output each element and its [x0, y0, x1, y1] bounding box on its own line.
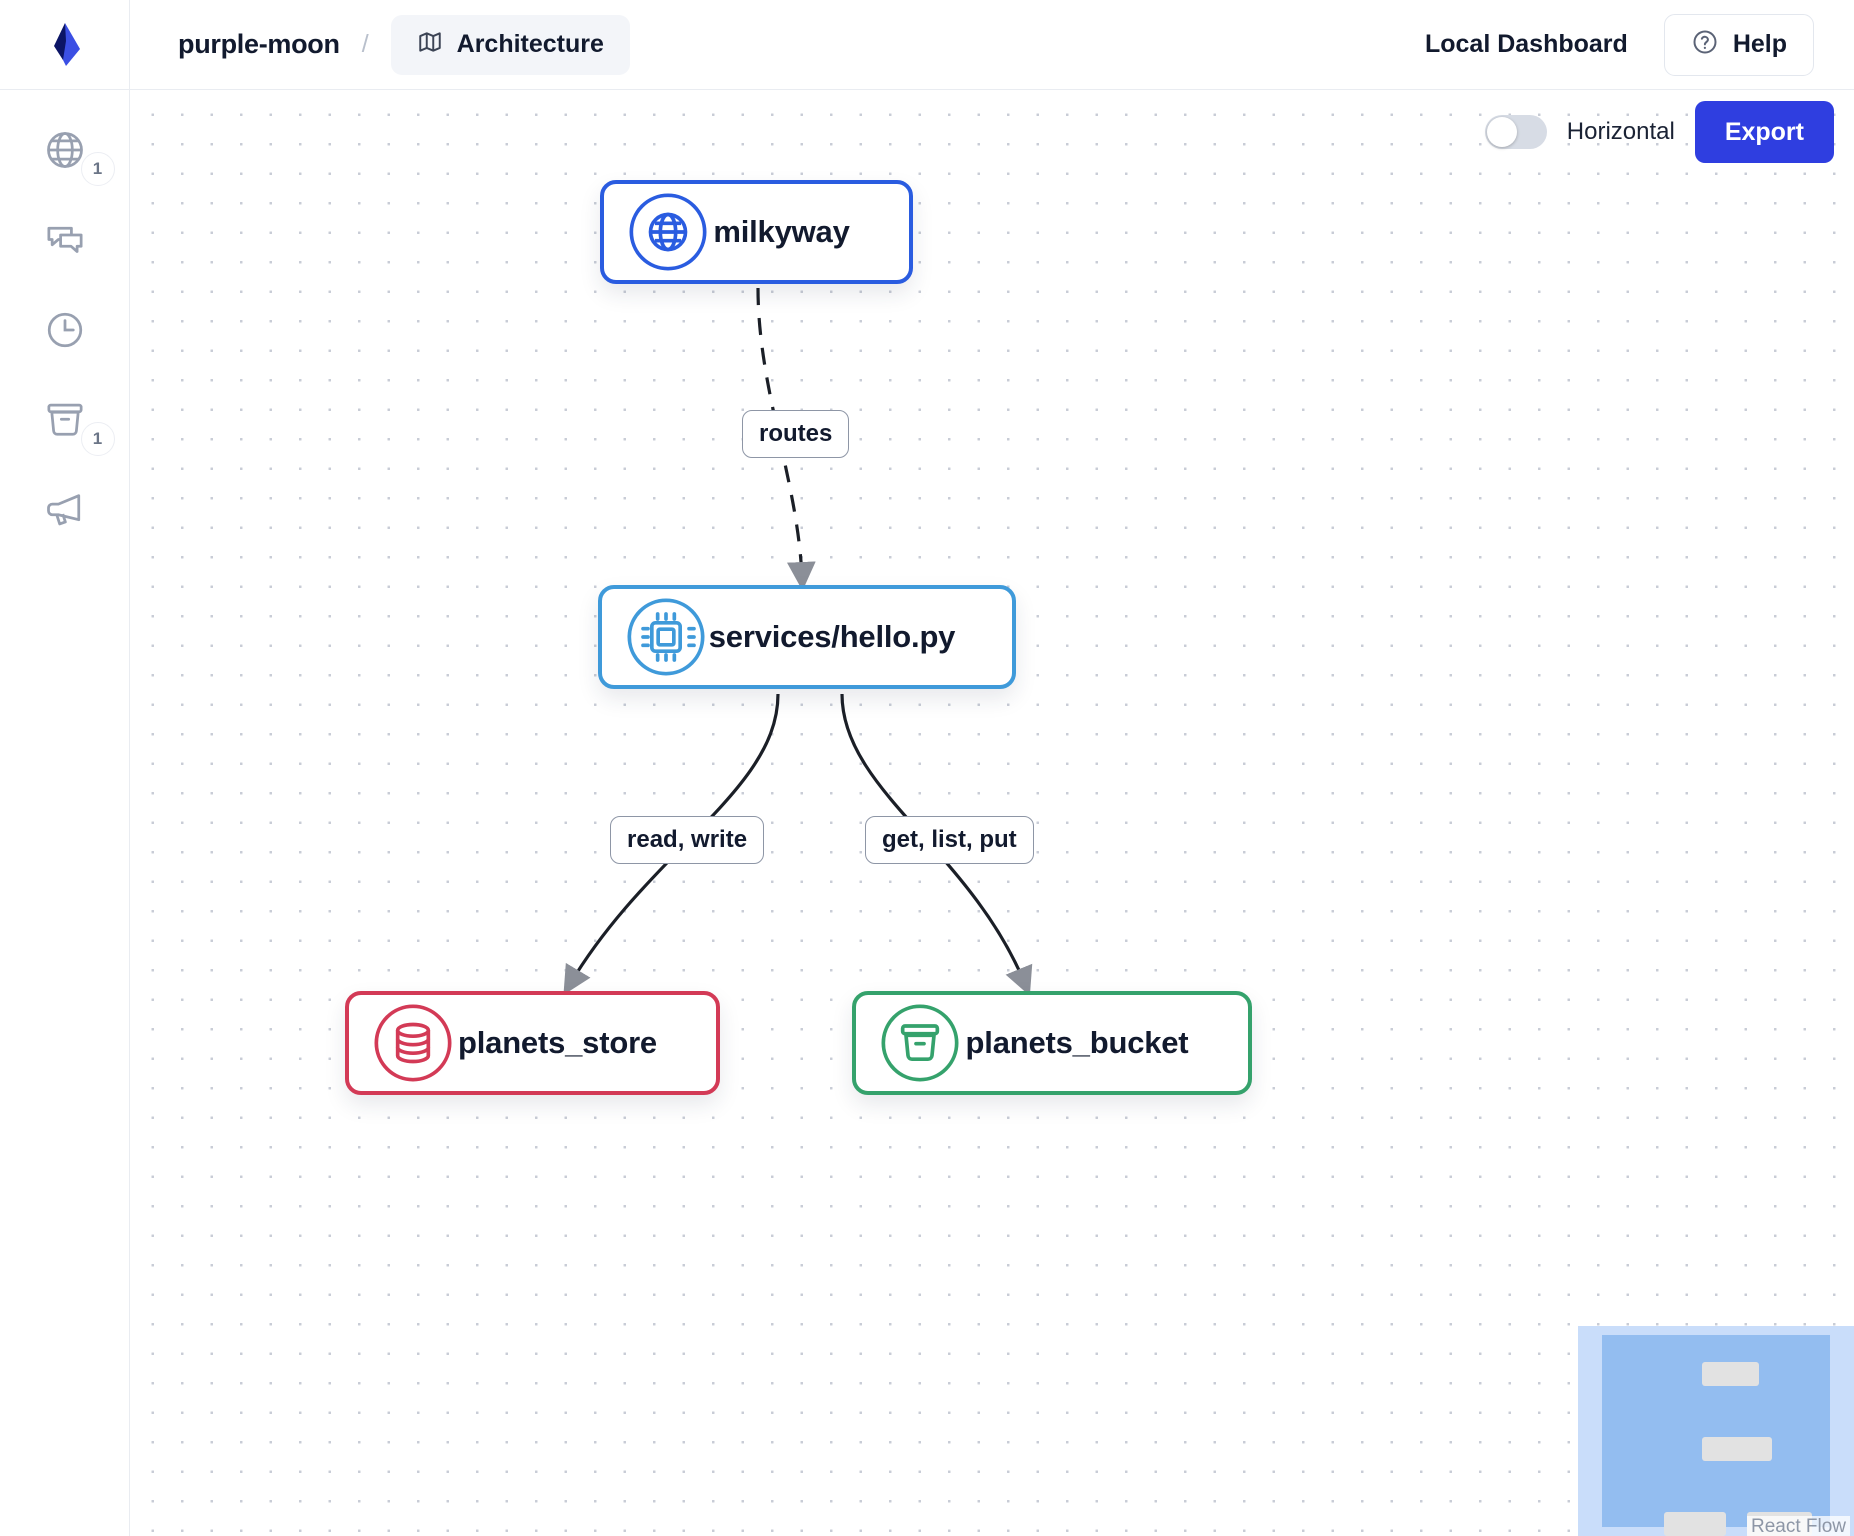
node-services-hello-py[interactable]: services/hello.py — [598, 585, 1016, 689]
graph-edges — [563, 287, 1033, 996]
breadcrumb-separator: / — [361, 30, 369, 58]
left-sidebar: 1 — [0, 90, 130, 1536]
sidebar-item-topics[interactable] — [27, 484, 103, 540]
project-name[interactable]: purple-moon — [178, 29, 340, 59]
sidebar-badge-buckets: 1 — [80, 422, 115, 456]
toggle-knob — [1486, 117, 1517, 147]
architecture-canvas[interactable]: Horizontal Export routes read, write get… — [130, 90, 1854, 1536]
minimap-node — [1702, 1362, 1759, 1386]
edge-label-read-write[interactable]: read, write — [610, 816, 765, 864]
node-milkyway[interactable]: milkyway — [600, 180, 913, 284]
globe-icon — [43, 128, 87, 177]
node-label-services-hello-py: services/hello.py — [708, 619, 956, 654]
sidebar-badge-endpoints: 1 — [80, 152, 115, 186]
minimap[interactable] — [1578, 1326, 1854, 1536]
node-planets-store[interactable]: planets_store — [345, 991, 720, 1095]
globe-icon — [626, 190, 710, 274]
bucket-icon — [43, 398, 87, 447]
edge-label-get-list-put[interactable]: get, list, put — [865, 816, 1034, 864]
minimap-node — [1664, 1512, 1726, 1536]
help-button[interactable]: Help — [1663, 13, 1814, 76]
tab-architecture-label: Architecture — [456, 30, 604, 58]
sidebar-item-messages[interactable] — [27, 214, 103, 270]
bucket-icon — [878, 1001, 962, 1085]
react-flow-attribution[interactable]: React Flow — [1746, 1516, 1850, 1536]
local-dashboard-label[interactable]: Local Dashboard — [1424, 30, 1628, 58]
node-label-planets-bucket: planets_bucket — [965, 1025, 1189, 1060]
sidebar-item-endpoints[interactable]: 1 — [27, 124, 115, 186]
minimap-node — [1702, 1437, 1772, 1461]
sidebar-item-schedules[interactable] — [27, 304, 103, 360]
tab-architecture[interactable]: Architecture — [390, 14, 630, 75]
chat-icon — [43, 218, 87, 267]
question-circle-icon — [1691, 28, 1719, 61]
prisma-logo-icon[interactable] — [39, 19, 91, 71]
node-label-planets-store: planets_store — [458, 1025, 657, 1060]
canvas-controls: Horizontal Export — [1484, 101, 1834, 163]
map-icon — [417, 29, 443, 60]
edge-label-routes[interactable]: routes — [742, 410, 850, 458]
breadcrumb: purple-moon / Architecture — [130, 14, 630, 75]
node-label-milkyway: milkyway — [713, 214, 850, 249]
export-button[interactable]: Export — [1694, 101, 1834, 163]
header-actions: Local Dashboard Help — [1424, 13, 1854, 76]
top-header: purple-moon / Architecture Local Dashboa… — [0, 0, 1854, 90]
horizontal-layout-label: Horizontal — [1566, 118, 1675, 145]
clock-icon — [43, 308, 87, 357]
minimap-viewport[interactable] — [1602, 1335, 1830, 1536]
node-planets-bucket[interactable]: planets_bucket — [852, 991, 1252, 1095]
database-icon — [371, 1001, 455, 1085]
horizontal-layout-toggle[interactable] — [1484, 115, 1547, 149]
sidebar-item-buckets[interactable]: 1 — [27, 394, 115, 456]
chip-icon — [624, 595, 708, 679]
megaphone-icon — [43, 488, 87, 537]
help-button-label: Help — [1732, 30, 1787, 58]
logo-cell — [0, 0, 130, 90]
